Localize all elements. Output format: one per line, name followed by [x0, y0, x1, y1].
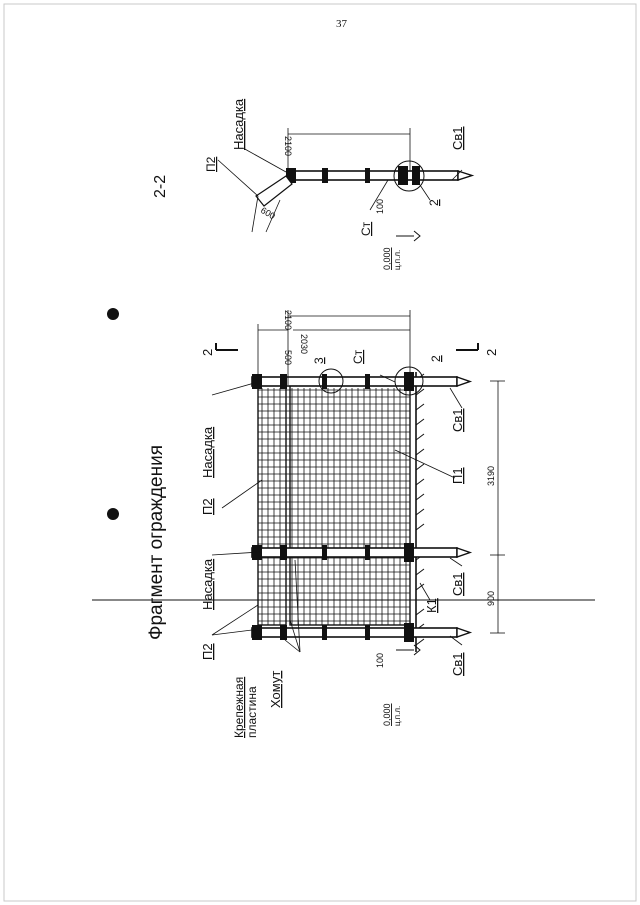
label-sv1-mid: Св1 [450, 572, 465, 596]
label-p2-section: П2 [204, 156, 218, 172]
panel-p1 [289, 384, 411, 626]
section-post-tip [457, 170, 475, 181]
punch-hole [107, 308, 119, 320]
fence-elevation [211, 310, 505, 656]
label-st-main: Ст [351, 349, 365, 364]
section-p2-panel [255, 175, 293, 207]
level-note-main: ц.п.л. [393, 706, 402, 726]
section-mark-left: 2 [200, 349, 215, 356]
label-sv1-section: Св1 [450, 126, 465, 150]
page-number: 37 [336, 18, 347, 30]
mesh-vertical-wires [261, 388, 407, 625]
drawing-title: Фрагмент ограждения [146, 445, 167, 640]
label-krep-line1: Крепежная [232, 677, 246, 738]
leader-lines [211, 374, 463, 653]
label-p2-bottom: П2 [200, 643, 215, 660]
label-sv1-right: Св1 [450, 652, 465, 676]
label-p2-top: П2 [200, 498, 215, 515]
section-2-2-view [217, 128, 475, 242]
section-caps [286, 166, 420, 185]
section-post [287, 170, 459, 181]
section-title: 2-2 [152, 175, 169, 198]
node-circle-2 [394, 366, 424, 396]
label-nasadka-section: Насадка [231, 98, 246, 150]
ground-hatching [415, 373, 425, 646]
fence-posts [251, 376, 458, 638]
dim-100-section: 100 [375, 199, 385, 214]
level-zero-section: 0,000 [382, 247, 392, 270]
label-nasadka-mid: Насадка [200, 558, 215, 610]
label-p1: П1 [450, 467, 465, 484]
label-k1: К1 [424, 598, 439, 613]
section-dimension-lines [217, 128, 463, 233]
post-caps [252, 372, 414, 642]
level-zero-main: 0,000 [382, 703, 392, 726]
dim-2100-section: 2100 [283, 136, 293, 156]
post-tips [456, 376, 473, 638]
dim-2030: 2030 [299, 334, 309, 354]
section-node-circle [393, 160, 425, 192]
drawing-labels: Фрагмент ограждения 2-2 Насадка П2 Насад… [146, 98, 499, 738]
dim-2100: 2100 [283, 310, 293, 330]
label-homut: Хомут [268, 671, 283, 708]
label-node-3: 3 [312, 357, 326, 364]
punch-hole [107, 508, 119, 520]
label-krep-line2: пластина [245, 686, 259, 738]
dim-500: 500 [283, 350, 293, 365]
label-st-section: Ст [359, 221, 373, 236]
label-node-2: 2 [429, 355, 443, 362]
dim-600: 600 [259, 205, 277, 221]
node-circle-3 [318, 368, 344, 394]
level-note-section: ц.п.л. [393, 250, 402, 270]
section-level-mark [396, 230, 421, 242]
dim-3190: 3190 [486, 466, 496, 486]
label-node-2-section: 2 [427, 199, 441, 206]
section-mark-right: 2 [484, 349, 499, 356]
level-mark [396, 644, 421, 656]
label-sv1-left: Св1 [450, 408, 465, 432]
page-border [3, 3, 637, 902]
section-markers [215, 343, 479, 351]
dim-100: 100 [375, 653, 385, 668]
dimension-lines [257, 310, 505, 634]
label-nasadka-top: Насадка [200, 426, 215, 478]
dim-900: 900 [486, 591, 496, 606]
